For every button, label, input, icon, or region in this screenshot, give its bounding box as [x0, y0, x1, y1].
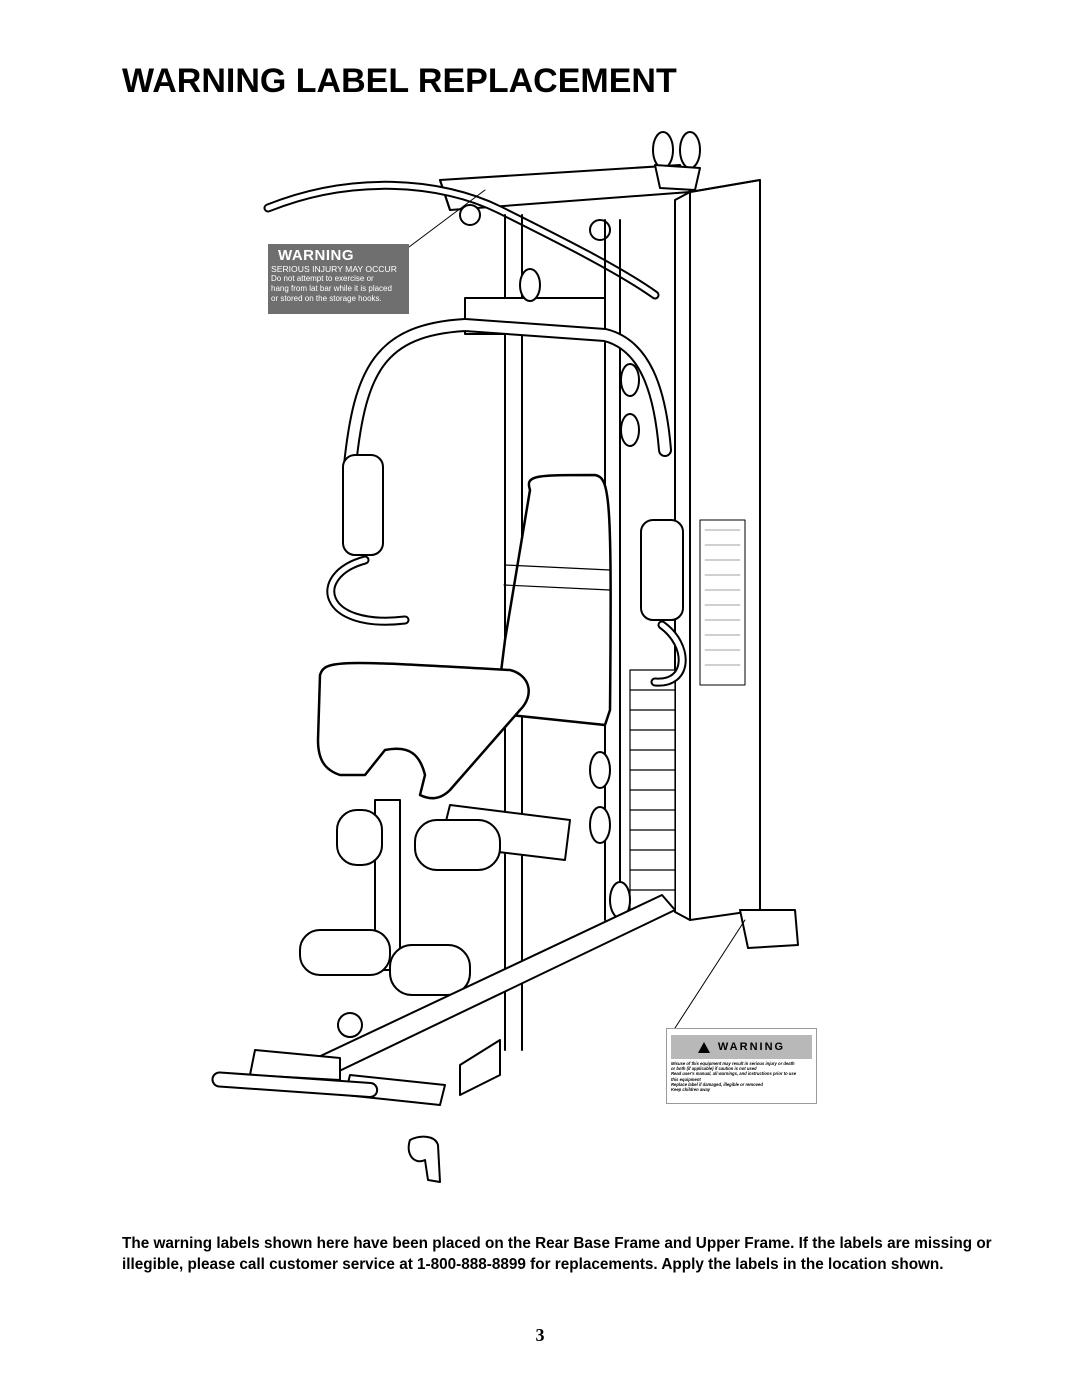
upper-frame [439, 131, 701, 241]
rear-base-frame [211, 894, 676, 1106]
lower-label-title: WARNING [717, 1041, 786, 1053]
upper-warning-label: WARNING SERIOUS INJURY MAY OCCUR Do not … [268, 244, 409, 314]
upper-label-line: Do not attempt to exercise or [271, 274, 374, 283]
upper-label-leader [408, 189, 486, 248]
pulleys [519, 268, 640, 919]
page-title: WARNING LABEL REPLACEMENT [122, 62, 677, 100]
page-number: 3 [535, 1325, 545, 1345]
upper-label-subtitle: SERIOUS INJURY MAY OCCUR [271, 264, 397, 274]
backrest [498, 473, 612, 727]
lower-label-line: or both (if applicable) if caution is no… [671, 1066, 757, 1072]
logo-mark [407, 1135, 441, 1183]
upper-label-line: hang from lat bar while it is placed [271, 284, 392, 293]
press-arm [326, 297, 687, 687]
lower-label-text: Misuse of this equipment may result in s… [667, 1059, 816, 1092]
lower-label-line: Replace label if damaged, illegible or r… [671, 1081, 763, 1087]
lower-label-leader [674, 919, 746, 1029]
lower-label-line: this equipment [671, 1076, 701, 1082]
lower-label-header: WARNING [671, 1035, 812, 1059]
weight-stack [629, 669, 676, 911]
instructions-paragraph: The warning labels shown here have been … [122, 1235, 992, 1273]
upper-label-title: WARNING [278, 247, 354, 264]
lower-label-line: Keep children away [671, 1087, 711, 1093]
seat [316, 661, 530, 800]
lower-warning-label: WARNING Misuse of this equipment may res… [666, 1028, 817, 1104]
upper-label-line: or stored on the storage hooks. [271, 294, 382, 303]
lower-label-line: Read user's manual, all warnings, and in… [671, 1071, 797, 1077]
home-gym-illustration [211, 131, 799, 1183]
lower-label-line: Misuse of this equipment may result in s… [671, 1061, 795, 1066]
warning-triangle-icon [697, 1041, 710, 1053]
leg-extension [299, 799, 571, 1038]
weight-tower [674, 179, 799, 949]
